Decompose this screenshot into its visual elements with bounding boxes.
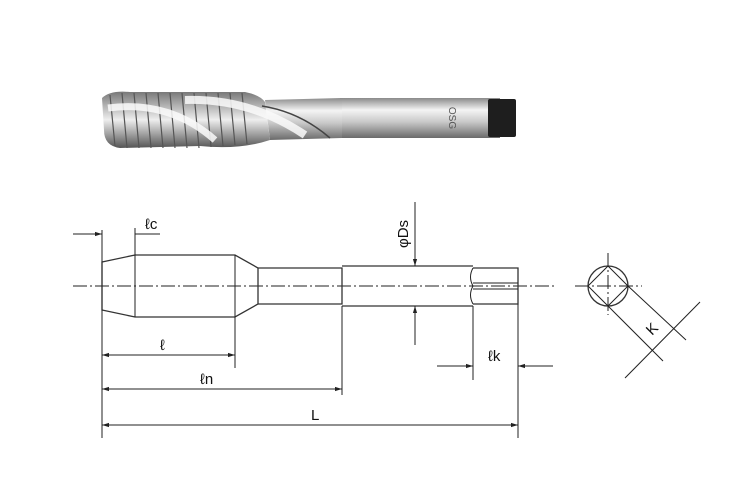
end-view: K: [575, 253, 701, 379]
tap-square-end: [488, 99, 516, 137]
label-lc: ℓc: [145, 216, 158, 233]
tap-photo: OSG: [102, 91, 516, 149]
extension-lines: [101, 228, 519, 438]
tap-shank: [340, 98, 500, 138]
tap-logo: OSG: [446, 107, 457, 129]
label-K: K: [643, 320, 662, 339]
label-L: L: [311, 407, 319, 424]
label-ln: ℓn: [200, 371, 213, 388]
label-lk: ℓk: [488, 348, 501, 365]
label-ds: φDs: [395, 220, 412, 248]
tap-outline: [101, 254, 519, 318]
label-l: ℓ: [160, 337, 165, 354]
dimension-lines: [73, 202, 553, 428]
